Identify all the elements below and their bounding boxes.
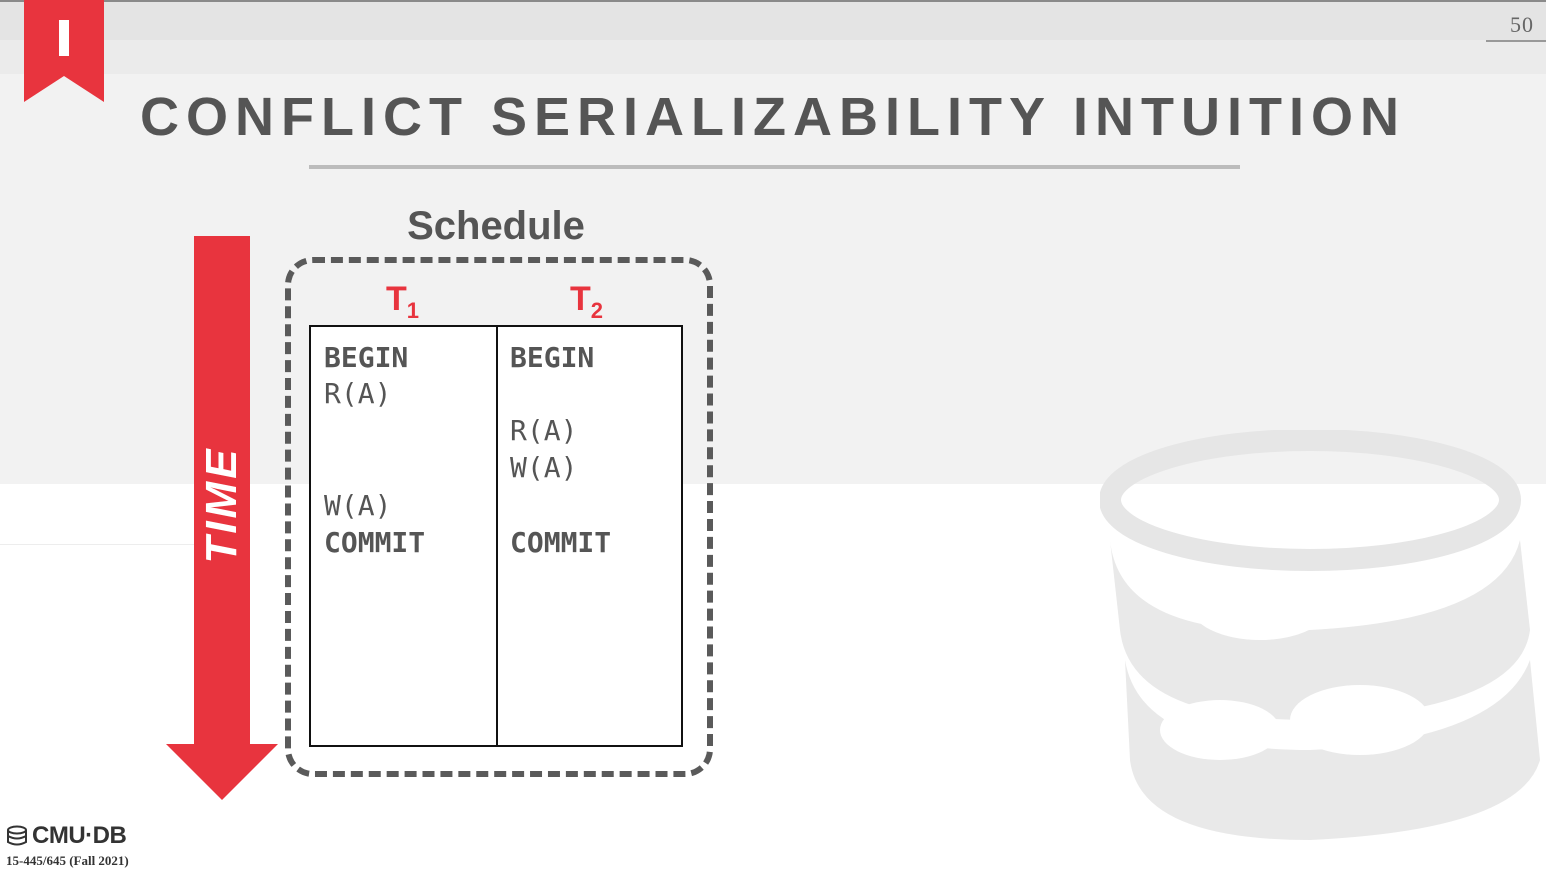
slide-title: CONFLICT SERIALIZABILITY INTUITION <box>140 87 1406 147</box>
brand-name: CMU·DB <box>32 822 127 849</box>
t1-letter: T <box>386 280 407 318</box>
header-band <box>0 2 1546 40</box>
transaction-header-t1: T1 <box>386 280 419 324</box>
t1-subscript: 1 <box>406 298 420 323</box>
t1-op-read-a: R(A) <box>324 377 392 410</box>
t2-subscript: 2 <box>590 298 604 323</box>
page-number-rule <box>1486 40 1546 42</box>
t2-op-begin: BEGIN <box>510 341 595 374</box>
header-band-lower <box>0 40 1546 74</box>
brand-logo: CMU·DB <box>6 822 127 850</box>
divider-line <box>0 544 195 545</box>
schedule-table: BEGIN R(A) W(A) COMMIT BEGIN R(A) W(A) C… <box>309 325 683 747</box>
database-icon <box>7 825 27 846</box>
time-label: TIME <box>197 446 246 564</box>
t1-op-write-a: W(A) <box>324 489 392 522</box>
content-background-panel <box>0 74 1546 484</box>
bookmark-icon <box>24 0 104 102</box>
schedule-frame <box>285 257 713 777</box>
t1-op-begin: BEGIN <box>324 341 409 374</box>
time-arrow-icon <box>166 236 278 800</box>
column-divider <box>496 327 498 745</box>
title-underline <box>309 165 1240 169</box>
schedule-label: Schedule <box>407 204 585 248</box>
top-border <box>0 0 1546 2</box>
page-number: 50 <box>1510 12 1534 37</box>
t2-letter: T <box>570 280 591 318</box>
t2-op-write-a: W(A) <box>510 451 578 484</box>
t2-op-commit: COMMIT <box>510 526 612 559</box>
t2-op-read-a: R(A) <box>510 414 578 447</box>
transaction-header-t2: T2 <box>570 280 603 324</box>
t1-op-commit: COMMIT <box>324 526 426 559</box>
course-label: 15-445/645 (Fall 2021) <box>6 853 129 868</box>
database-logo-watermark-icon <box>1100 430 1540 840</box>
